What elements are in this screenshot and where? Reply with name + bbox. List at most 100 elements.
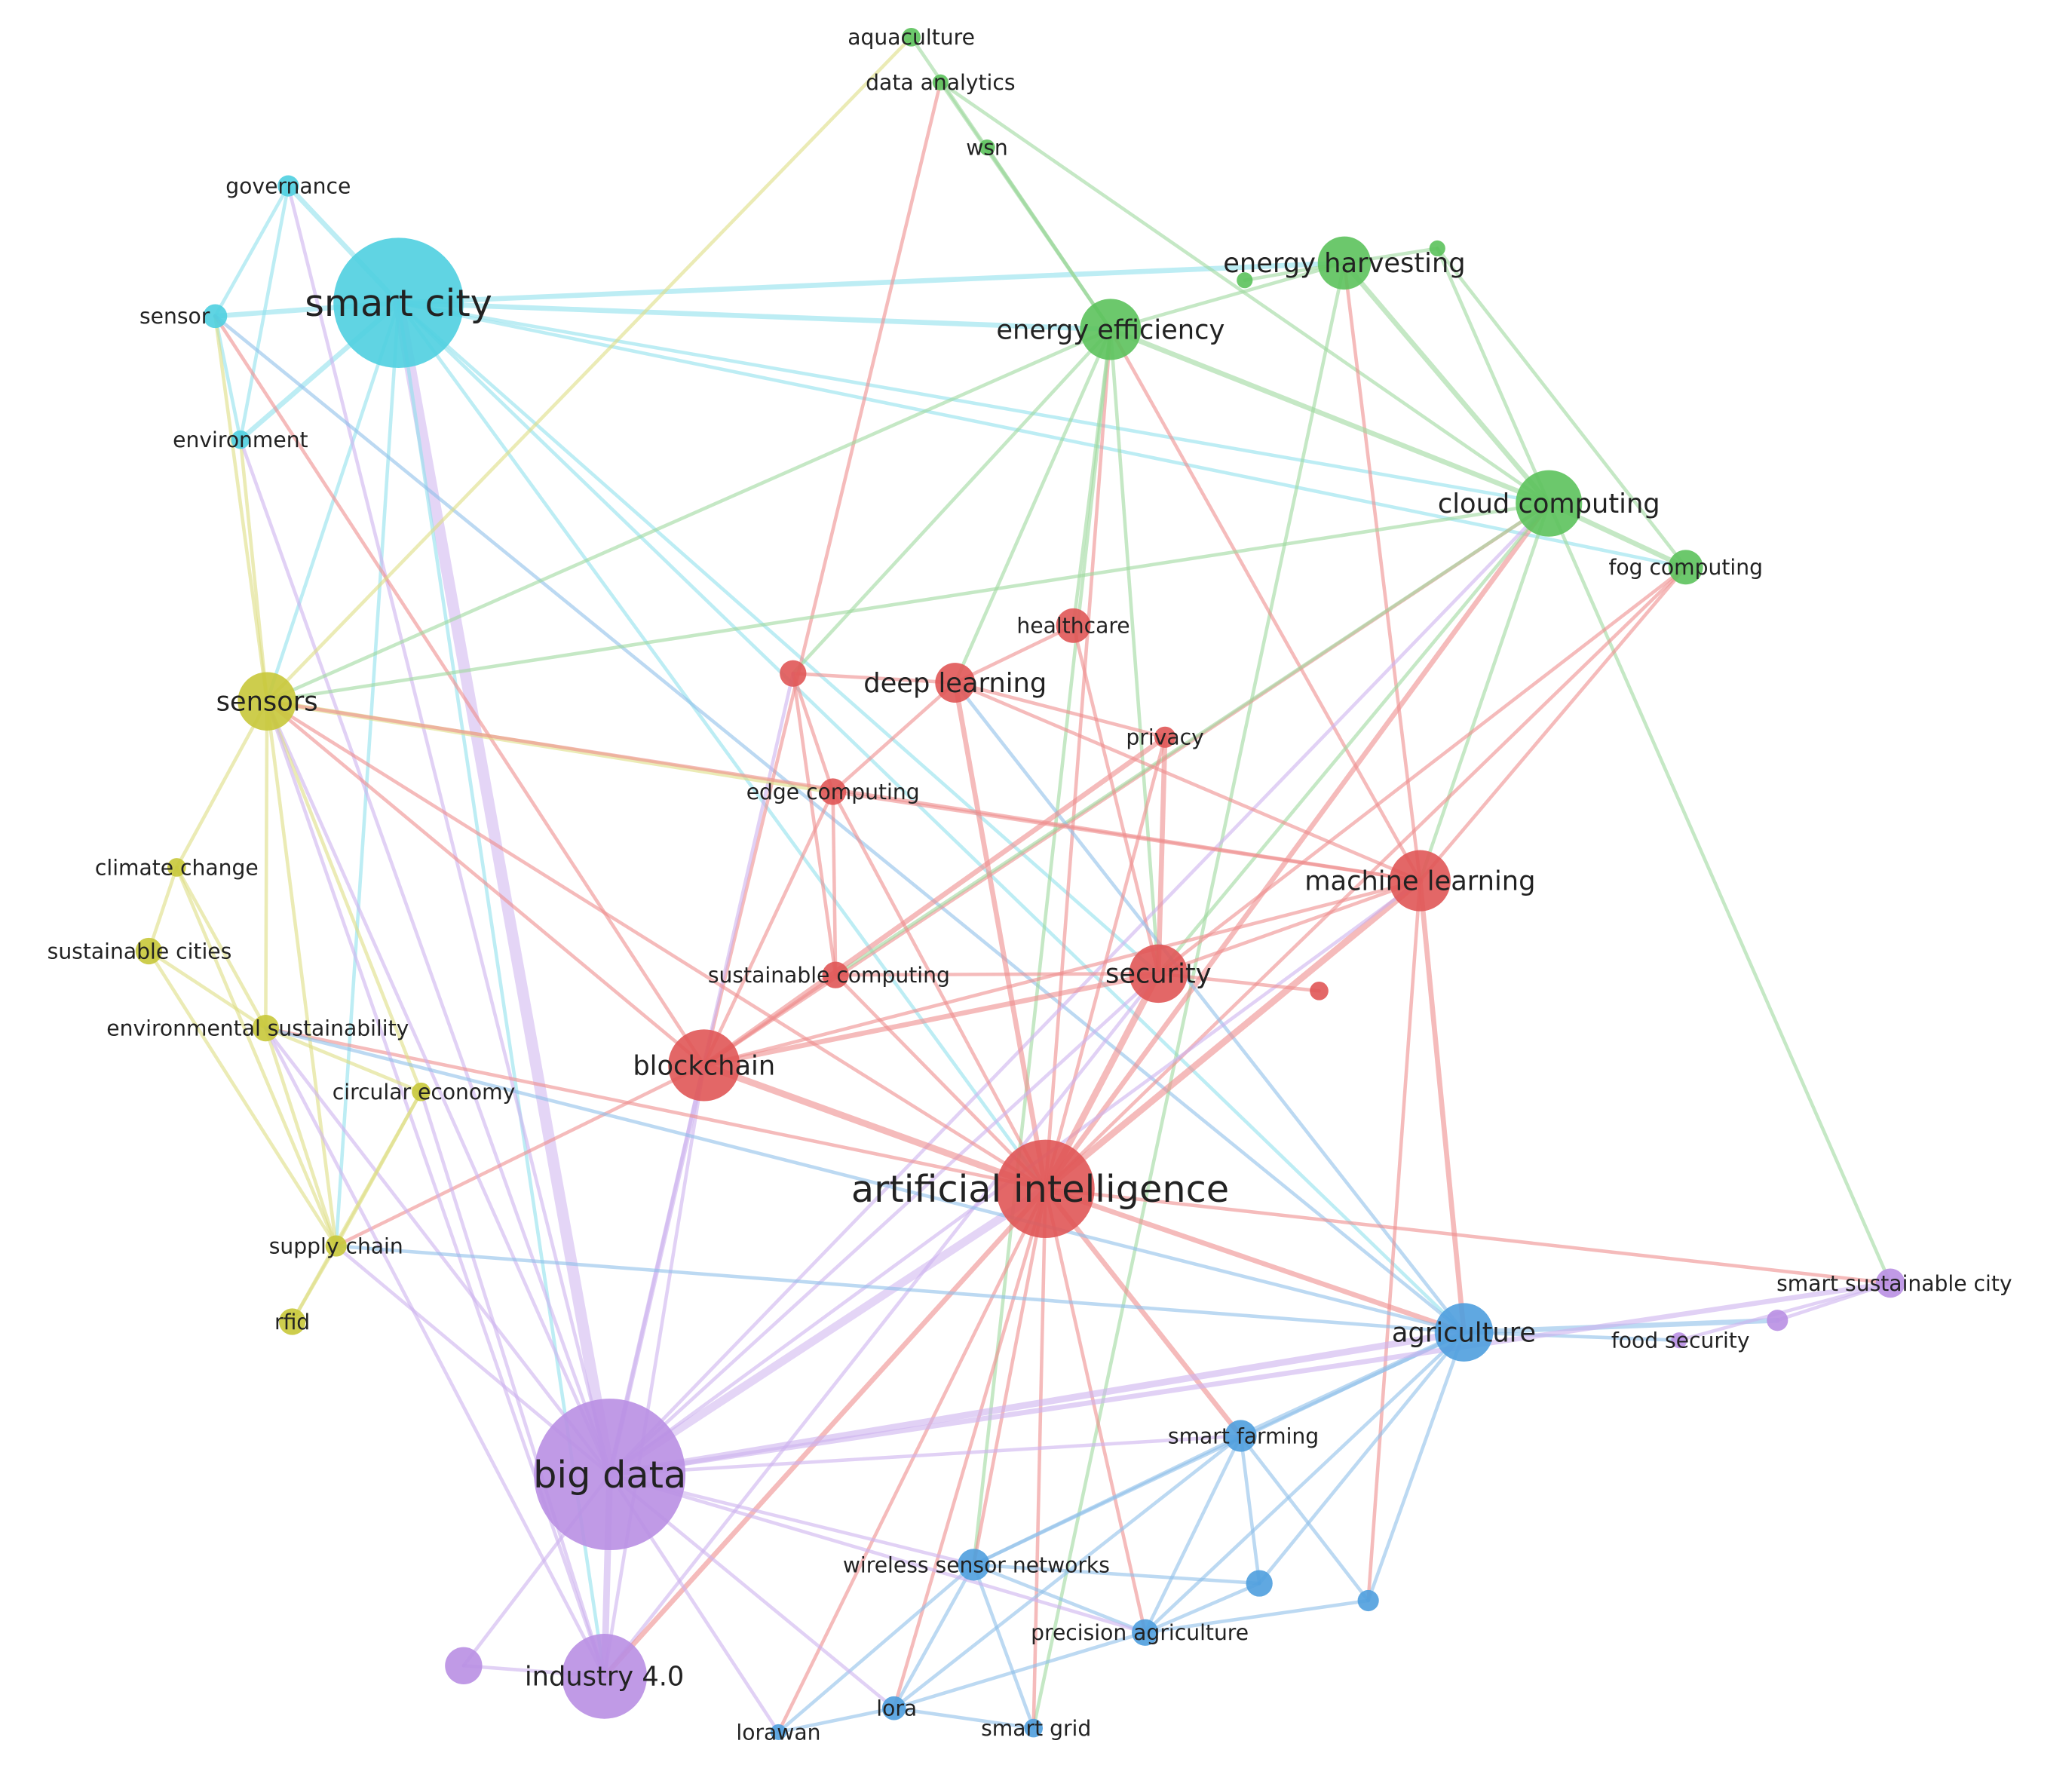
node-blue_small1[interactable] [1246, 1570, 1273, 1597]
node-industry40[interactable] [562, 1634, 647, 1719]
node-blockchain[interactable] [668, 1029, 740, 1102]
node-ml[interactable] [1389, 850, 1451, 912]
node-environment[interactable] [231, 430, 250, 449]
node-dataanalytics[interactable] [932, 74, 949, 90]
node-supply[interactable] [325, 1235, 347, 1257]
node-agriculture[interactable] [1434, 1303, 1494, 1362]
edge-energyharvest-energyeff [1108, 261, 1347, 332]
edge-precision-blue_small1 [1143, 1581, 1261, 1635]
edge-ai-bigdata [605, 1184, 1050, 1479]
node-lora[interactable] [881, 1696, 906, 1721]
node-precision[interactable] [1132, 1619, 1159, 1646]
edge-smartcity-energyharvest [396, 260, 1347, 306]
node-purple_small1[interactable] [445, 1647, 483, 1684]
edge-sustcities-envsust [147, 949, 268, 1030]
edge-deeplearning-ml [953, 681, 1422, 883]
label-industry40: industry 4.0 [525, 1662, 684, 1693]
node-ai[interactable] [996, 1139, 1095, 1238]
node-smartcity[interactable] [333, 237, 464, 369]
node-energyharvest[interactable] [1317, 236, 1372, 290]
node-fog[interactable] [1668, 550, 1703, 585]
edge-energyeff-cloud [1108, 326, 1552, 507]
node-bigdata[interactable] [534, 1399, 686, 1551]
node-sensors[interactable] [238, 672, 296, 731]
edge-climate-envsust [175, 866, 268, 1030]
edge-sensors-climate [175, 699, 269, 869]
node-security[interactable] [1129, 944, 1188, 1004]
node-green_small1[interactable] [1237, 272, 1253, 289]
node-deeplearning[interactable] [935, 663, 976, 703]
edge-precision-bigdata [608, 1472, 1147, 1635]
node-foodsec[interactable] [1671, 1332, 1687, 1349]
edge-ml-security [1156, 878, 1422, 976]
edge-ml-blue_small2 [1366, 878, 1422, 1603]
edge-lora-lorawan [777, 1706, 896, 1734]
label-climate: climate change [95, 855, 259, 880]
edge-blockchain-ai [700, 1062, 1049, 1193]
edge-energyeff-security [1108, 327, 1160, 976]
node-red_small2[interactable] [1310, 981, 1329, 1000]
node-green_small2[interactable] [1429, 240, 1445, 257]
edge-wsnets-precision [972, 1563, 1147, 1635]
node-sensor[interactable] [203, 304, 228, 329]
edge-envsust-circular [264, 1026, 423, 1094]
node-wsnets[interactable] [958, 1549, 990, 1581]
edge-supply-rfid [290, 1244, 339, 1324]
edge-sensor-sensors [213, 314, 269, 703]
node-privacy[interactable] [1154, 726, 1176, 748]
label-cloud: cloud computing [1438, 489, 1660, 519]
node-rfid[interactable] [278, 1308, 306, 1335]
edge-fog-security [1156, 565, 1688, 976]
edge-ml-agriculture [1418, 878, 1467, 1335]
edge-dataanalytics-blockchain [702, 80, 943, 1068]
edge-privacy-security [1155, 734, 1168, 976]
edge-governance-bigdata [287, 184, 611, 1476]
label-wsnets: wireless sensor networks [843, 1552, 1110, 1577]
edge-wsn-energyeff [985, 146, 1113, 332]
edge-sustcities-supply [147, 949, 339, 1248]
node-envsust[interactable] [252, 1015, 279, 1042]
node-smartfarming[interactable] [1225, 1420, 1257, 1452]
node-climate[interactable] [167, 858, 186, 877]
edge-deeplearning-red_small1 [791, 671, 958, 685]
edge-edge-ai [831, 789, 1047, 1191]
edge-agriculture-blue_small2 [1366, 1330, 1466, 1603]
node-smartgrid[interactable] [1024, 1718, 1044, 1738]
edge-bigdata-smartsustcity [607, 1280, 1893, 1477]
edge-smartfarming-precision [1143, 1434, 1243, 1635]
node-purple_small2[interactable] [1767, 1310, 1788, 1331]
edge-blockchain-industry40 [602, 1063, 707, 1678]
edge-sensor-agriculture [213, 314, 1466, 1334]
node-healthcare[interactable] [1056, 608, 1091, 643]
edge-fog-ml [1418, 565, 1688, 883]
edge-smartcity-agriculture [397, 301, 1466, 1334]
node-edge[interactable] [820, 778, 847, 805]
edge-fog-ai [1044, 565, 1688, 1191]
edge-deeplearning-ai [952, 680, 1048, 1192]
node-energyeff[interactable] [1080, 299, 1142, 360]
label-edge: edge computing [746, 780, 920, 804]
edge-smartcity-bigdata [392, 297, 616, 1481]
node-sustcities[interactable] [135, 937, 162, 965]
edge-smartfarming-blue_small1 [1239, 1434, 1261, 1586]
node-red_small1[interactable] [780, 660, 807, 687]
node-circular[interactable] [412, 1082, 431, 1102]
node-governance[interactable] [277, 175, 299, 197]
node-sustcomp[interactable] [822, 961, 849, 988]
node-aquaculture[interactable] [902, 27, 921, 47]
edge-blockchain-sensors [265, 699, 707, 1068]
edge-energyeff-red_small1 [791, 327, 1113, 676]
edge-envsust-supply [264, 1026, 339, 1248]
node-smartsustcity[interactable] [1875, 1268, 1905, 1298]
edge-sensors-circular [265, 699, 423, 1094]
edge-red_small1-sustcomp [791, 671, 838, 977]
edge-smartcity-sensors [265, 301, 400, 703]
label-agriculture: agriculture [1392, 1317, 1536, 1348]
node-lorawan[interactable] [770, 1724, 786, 1740]
node-wsn[interactable] [979, 139, 995, 156]
label-privacy: privacy [1126, 725, 1203, 750]
edge-envsust-bigdata [264, 1026, 611, 1476]
node-cloud[interactable] [1516, 470, 1583, 537]
node-blue_small2[interactable] [1357, 1589, 1379, 1612]
edge-ai-sensors [265, 699, 1047, 1191]
